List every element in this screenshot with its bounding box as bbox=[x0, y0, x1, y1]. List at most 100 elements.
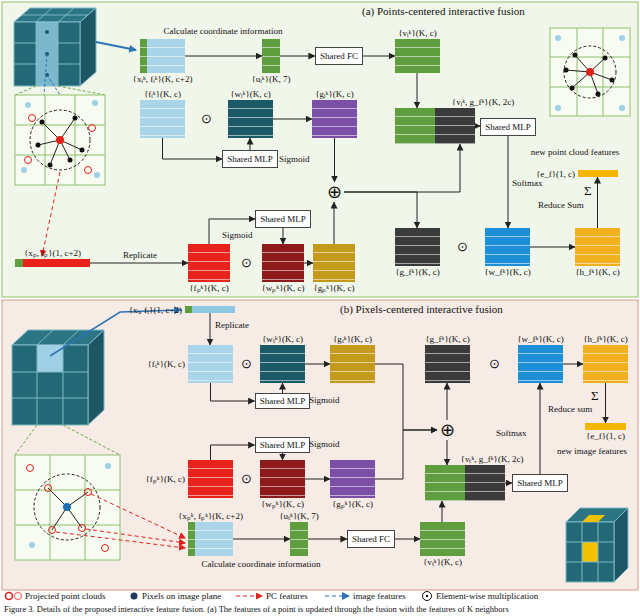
feature-label: {h_fᵏ}(K, c) bbox=[583, 334, 627, 344]
panel-title: (b) Pixels-centered interactive fusion bbox=[340, 303, 503, 316]
feature-label: {vₜᵏ}(K, c) bbox=[423, 557, 462, 567]
layer-name: Shared MLP bbox=[485, 122, 531, 132]
annotation: new point cloud features bbox=[531, 147, 620, 157]
legend-text: PC features bbox=[266, 591, 308, 601]
feature-matrix: {h_fᵏ}(K, c) bbox=[583, 345, 628, 383]
caption: Figure 3. Details of the proposed intera… bbox=[4, 604, 509, 614]
connector bbox=[344, 144, 460, 192]
feature-matrix: {fᵢᵏ}(K, c) bbox=[140, 100, 185, 138]
feature-label: {wᵢᵏ}(K, c) bbox=[230, 89, 270, 99]
connector bbox=[163, 138, 223, 159]
operator-symbol: ⊙ bbox=[241, 357, 252, 371]
feature-matrix: {w_fᵏ}(K, c) bbox=[518, 345, 563, 383]
feature-label: {fᵢᵏ}(K, c) bbox=[144, 89, 181, 99]
connector bbox=[305, 479, 330, 480]
edge-label: Replicate bbox=[215, 320, 249, 330]
layer-name: Shared MLP bbox=[260, 396, 306, 406]
edge-label: Replicate bbox=[123, 250, 157, 260]
connector bbox=[282, 383, 283, 393]
feature-matrix: {vᵢᵏ}(K, c) bbox=[395, 39, 440, 73]
connector bbox=[282, 453, 283, 460]
layer-name: Shared FC bbox=[352, 534, 390, 544]
connector bbox=[417, 73, 418, 108]
feature-label: {w_fᵏ}(K, c) bbox=[517, 334, 563, 344]
connector bbox=[185, 56, 262, 57]
annotation: new image features bbox=[557, 446, 627, 456]
layer-box: Shared MLP bbox=[255, 437, 311, 453]
feature-label: {fₜᵏ}(K, c) bbox=[148, 359, 185, 369]
feature-matrix: {wₚᵏ}(K, c) bbox=[260, 460, 305, 498]
layer-box: Shared MLP bbox=[255, 210, 311, 228]
feature-matrix: {xₚᵏ, fₚᵏ}(K, c+2) bbox=[188, 522, 233, 556]
connector bbox=[447, 440, 448, 465]
sum-symbol: ⊕ bbox=[437, 420, 457, 440]
connector bbox=[563, 364, 583, 365]
sum-symbol: ⊕ bbox=[324, 182, 344, 202]
feature-matrix: {vᵢᵏ, g_fᵏ}(K, 2c) bbox=[395, 108, 475, 144]
feature-matrix: {wᵢᵏ}(K, c) bbox=[228, 100, 273, 138]
connector bbox=[334, 202, 335, 244]
operator-symbol: Σ bbox=[584, 184, 592, 198]
feature-matrix: {h_fᵏ}(K, c) bbox=[575, 228, 620, 266]
feature-label: {xₜ, fₜ}(1, c+2) bbox=[129, 305, 182, 315]
connector bbox=[605, 383, 606, 423]
feature-label: {vᵢᵏ}(K, c) bbox=[398, 28, 436, 38]
connector bbox=[597, 177, 598, 228]
layer-name: Shared MLP bbox=[517, 478, 563, 488]
sum-symbol-text: ⊕ bbox=[440, 420, 455, 440]
connector bbox=[442, 501, 443, 522]
annotation: Reduce sum bbox=[548, 404, 592, 414]
connector bbox=[505, 483, 512, 484]
connector bbox=[344, 192, 417, 228]
feature-label: {fₚᵏ}(K, c) bbox=[146, 474, 185, 484]
feature-label: {wₚᵏ}(K, c) bbox=[261, 499, 304, 509]
annotation: Sigmoid bbox=[222, 230, 253, 240]
connector bbox=[210, 313, 211, 345]
connector bbox=[211, 383, 255, 401]
feature-label: {xᵢᵏ, fᵢᵏ}(K, c+2) bbox=[133, 74, 193, 84]
operator-symbol: ⊙ bbox=[457, 240, 468, 254]
layer-box: Shared MLP bbox=[480, 118, 536, 136]
connector bbox=[508, 136, 509, 228]
edge-label: Calculate coordinate information bbox=[164, 26, 283, 36]
connector bbox=[209, 219, 255, 244]
layer-box: Shared MLP bbox=[222, 150, 278, 168]
feature-label: {gᵢᵏ}(K, c) bbox=[315, 89, 353, 99]
connector bbox=[447, 383, 448, 420]
connector bbox=[280, 56, 315, 57]
feature-matrix: {uₜᵏ}(K, 7) bbox=[290, 522, 308, 556]
connector bbox=[90, 263, 188, 264]
feature-matrix: {vₜᵏ}(K, c) bbox=[420, 522, 465, 556]
layer-box: Shared MLP bbox=[512, 474, 568, 492]
layer-box: Shared FC bbox=[347, 530, 395, 548]
feature-matrix: {w_fᵏ}(K, c) bbox=[485, 228, 530, 266]
feature-label: {e_f}(1, c) bbox=[536, 169, 575, 179]
layer-name: Shared FC bbox=[320, 51, 358, 61]
legend-text: Pixels on image plane bbox=[142, 591, 221, 601]
feature-matrix: {xᵢᵏ, fᵢᵏ}(K, c+2) bbox=[140, 39, 185, 73]
connector bbox=[304, 263, 313, 264]
feature-vector: {e_f}(1, c) bbox=[578, 170, 618, 177]
feature-matrix: {wₜᵏ}(K, c) bbox=[260, 345, 305, 383]
feature-label: {gₚᵏ}(K, c) bbox=[332, 499, 373, 509]
feature-matrix: {gₚᵏ}(K, c) bbox=[330, 460, 375, 498]
feature-label: {xₚ, fₚ}(1, c+2) bbox=[24, 248, 81, 258]
feature-label: {wₜᵏ}(K, c) bbox=[262, 334, 303, 344]
annotation: Softmax bbox=[512, 178, 543, 188]
connector bbox=[395, 539, 420, 540]
annotation: Softmax bbox=[496, 428, 527, 438]
legend-text: Element-wise multiplication bbox=[436, 591, 538, 601]
layer-box: Shared MLP bbox=[255, 393, 311, 409]
feature-matrix: {fₚᵏ}(K, c) bbox=[188, 460, 233, 498]
layer-name: Shared MLP bbox=[260, 440, 306, 450]
annotation: Sigmoid bbox=[279, 154, 310, 164]
feature-label: {xₚᵏ, fₚᵏ}(K, c+2) bbox=[178, 511, 243, 521]
feature-vector: {xₜ, fₜ}(1, c+2) bbox=[185, 306, 235, 313]
feature-matrix: {gᵢᵏ}(K, c) bbox=[312, 100, 357, 138]
feature-vector: {xₚ, fₚ}(1, c+2) bbox=[15, 259, 90, 267]
feature-label: {uₜᵏ}(K, 7) bbox=[279, 511, 318, 521]
connector bbox=[211, 445, 255, 460]
feature-label: {e_f}(1, c) bbox=[586, 431, 625, 441]
panel-title: (a) Points-centered interactive fusion bbox=[362, 5, 525, 18]
